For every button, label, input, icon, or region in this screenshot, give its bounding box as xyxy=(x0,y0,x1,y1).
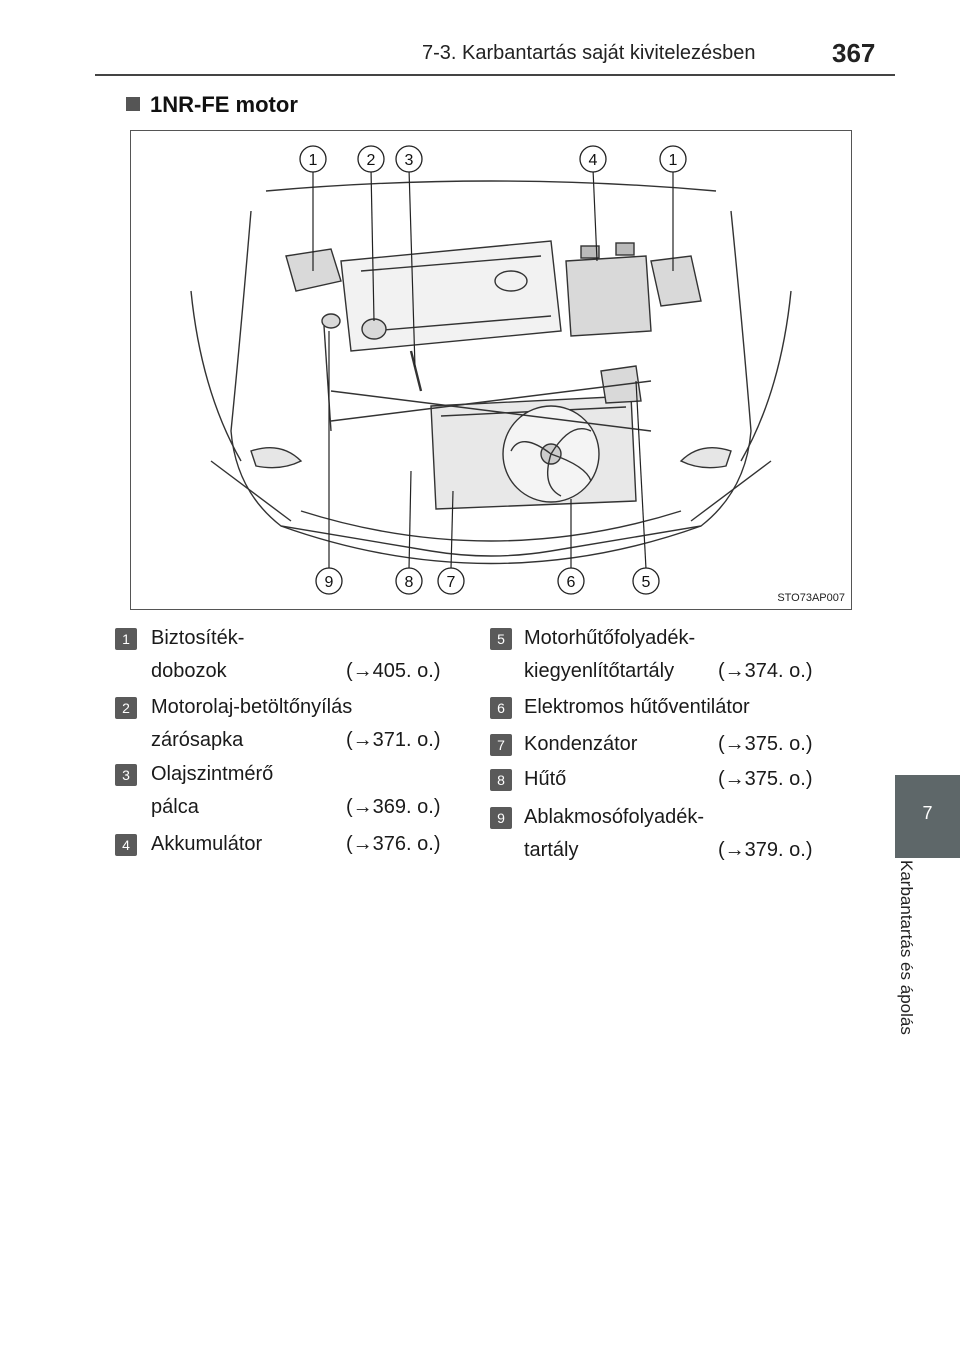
item-number-badge: 6 xyxy=(490,697,512,719)
callout-circle xyxy=(315,567,343,595)
item-number-badge: 9 xyxy=(490,807,512,829)
chapter-number: 7 xyxy=(922,803,933,823)
page-reference: (→374. o.) xyxy=(718,660,813,682)
callout-label: 2 xyxy=(367,152,376,169)
engine-drawing: 1 2 3 4 1 9 8 7 6 5 xyxy=(190,145,792,595)
callout-circle xyxy=(357,145,385,173)
item-label-cont: dobozok xyxy=(151,660,227,682)
callout-label: 1 xyxy=(669,152,678,169)
page-reference: (→371. o.) xyxy=(346,729,441,751)
callout-label: 3 xyxy=(405,152,414,169)
callout-circle xyxy=(395,145,423,173)
section-heading-text: 1NR-FE motor xyxy=(150,92,298,117)
header-divider xyxy=(95,74,895,76)
callout-circle xyxy=(299,145,327,173)
item-label: Ablakmosófolyadék- xyxy=(524,806,705,828)
item-number-badge: 2 xyxy=(115,697,137,719)
item-label: Kondenzátor xyxy=(524,733,638,755)
page-number: 367 xyxy=(832,38,876,68)
page-reference: (→375. o.) xyxy=(718,733,813,755)
item-label-cont: kiegyenlítőtartály xyxy=(524,660,675,682)
hood-outline xyxy=(230,210,752,557)
item-label-cont: tartály xyxy=(524,839,579,861)
item-number-badge: 5 xyxy=(490,628,512,650)
callout-circle xyxy=(632,567,660,595)
item-label: Hűtő xyxy=(524,768,567,790)
item-label: Elektromos hűtőventilátor xyxy=(524,696,750,718)
section-heading: 1NR-FE motor xyxy=(126,92,298,118)
callout-label: 8 xyxy=(405,574,414,591)
callout-circle xyxy=(395,567,423,595)
callout-circle xyxy=(659,145,687,173)
callout-label: 4 xyxy=(589,152,598,169)
page-header: 7-3. Karbantartás saját kivitelezésben 3… xyxy=(0,0,960,80)
fuse-box-right xyxy=(650,255,702,307)
item-label: Olajszintmérő xyxy=(151,763,274,785)
square-bullet-icon xyxy=(126,97,140,111)
item-label-cont: pálca xyxy=(151,796,199,818)
item-label: Motorhűtőfolyadék- xyxy=(524,627,696,649)
oil-filler-cap xyxy=(361,318,387,340)
item-number-badge: 7 xyxy=(490,734,512,756)
item-label: Motorolaj-betöltőnyílás xyxy=(151,696,353,718)
item-label-cont: zárósapka xyxy=(151,729,244,751)
callout-label: 9 xyxy=(325,574,334,591)
item-number-badge: 8 xyxy=(490,769,512,791)
item-label: Akkumulátor xyxy=(151,833,263,855)
page-reference: (→379. o.) xyxy=(718,839,813,861)
callout-circle xyxy=(437,567,465,595)
chapter-side-label-text: Karbantartás és ápolás xyxy=(897,860,916,1035)
item-number-badge: 1 xyxy=(115,628,137,650)
figure-code: STO73AP007 xyxy=(777,592,845,604)
page-reference: (→375. o.) xyxy=(718,768,813,790)
chapter-title: 7-3. Karbantartás saját kivitelezésben xyxy=(422,42,756,64)
callout-circle xyxy=(579,145,607,173)
engine-bay-illustration: 1 2 3 4 1 9 8 7 6 5 STO73AP007 xyxy=(130,130,852,610)
item-number-badge: 3 xyxy=(115,764,137,786)
page-reference: (→376. o.) xyxy=(346,833,441,855)
battery xyxy=(565,255,652,337)
chapter-tab: 7 xyxy=(895,775,960,858)
callout-circle xyxy=(557,567,585,595)
callout-label: 7 xyxy=(447,574,456,591)
callout-label: 6 xyxy=(567,574,576,591)
item-number-badge: 4 xyxy=(115,834,137,856)
page-reference: (→369. o.) xyxy=(346,796,441,818)
page-reference: (→405. o.) xyxy=(346,660,441,682)
callout-label: 5 xyxy=(642,574,651,591)
callout-label: 1 xyxy=(309,152,318,169)
chapter-side-label: Karbantartás és ápolás xyxy=(897,860,934,1120)
item-label: Biztosíték- xyxy=(151,627,245,649)
